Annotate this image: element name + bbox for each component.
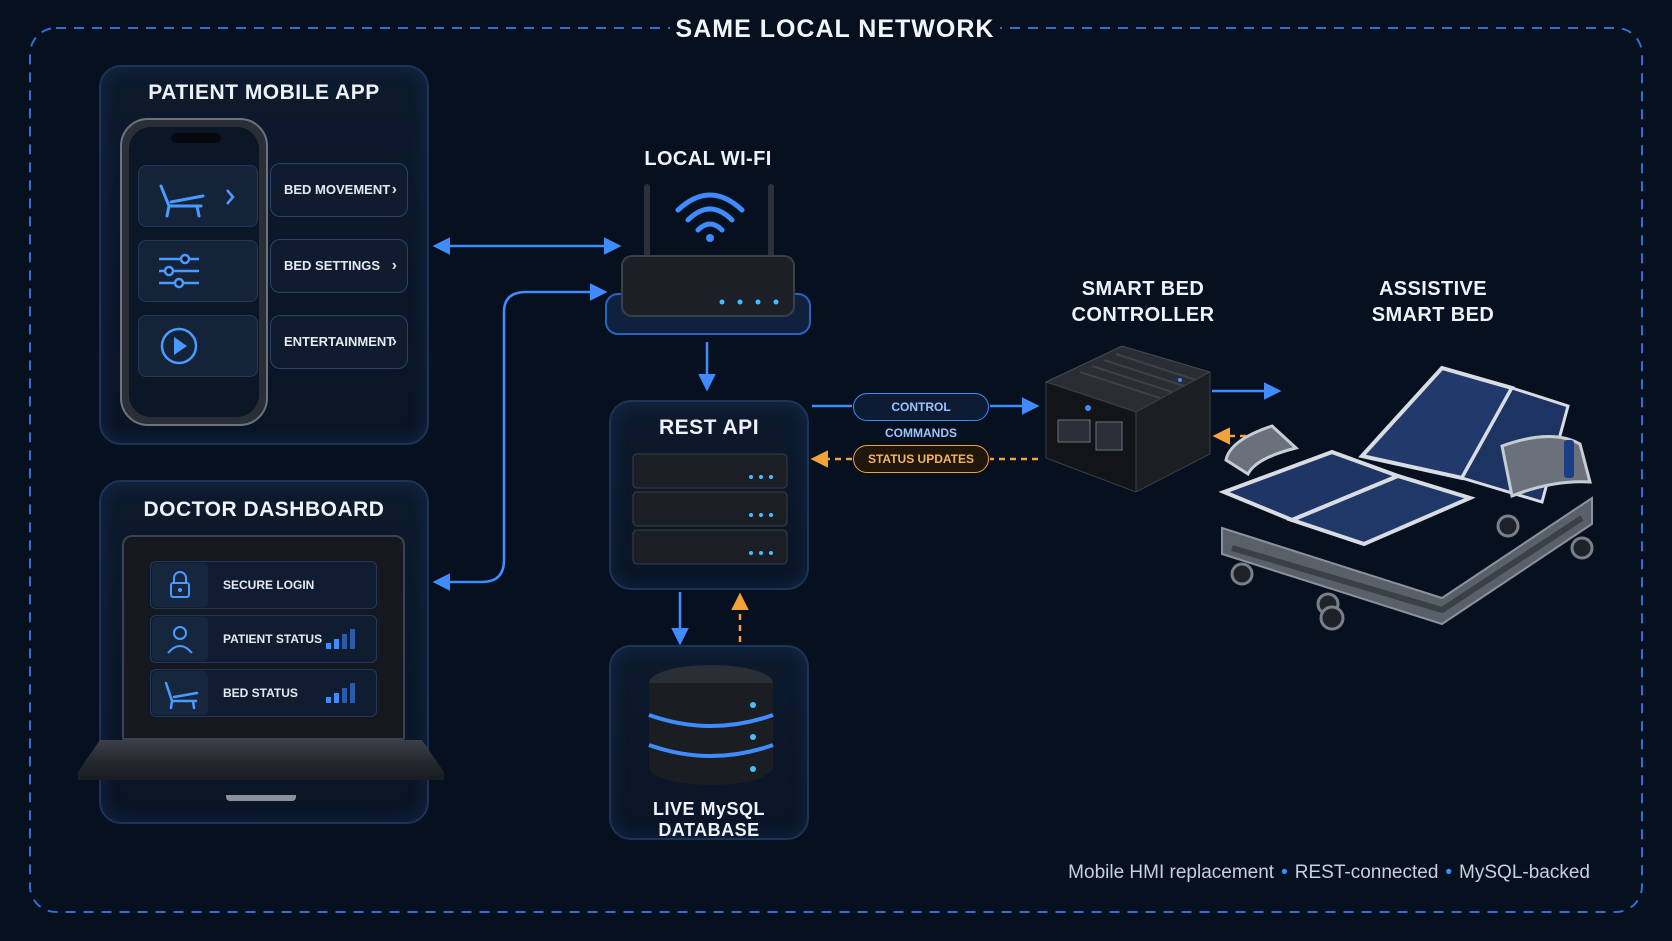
controller-title: SMART BED CONTROLLER [1050,276,1236,328]
menu-bed-settings-label: BED SETTINGS [284,258,381,273]
chevron-right-icon: › [391,257,397,274]
router-device [605,184,811,335]
database-title: LIVE MySQL DATABASE [652,799,765,840]
signal-bars-icon [326,629,355,649]
menu-bed-movement-label: BED MOVEMENT [284,182,391,197]
server-rack-icon [632,453,788,565]
bed-icon [152,671,208,715]
dash-bed-status-label: BED STATUS [223,686,298,700]
bed-title-line2: SMART BED [1371,304,1495,326]
user-icon [152,617,208,661]
entertainment-tile[interactable] [138,315,258,377]
signal-bars-icon [326,683,355,703]
database-icon [648,665,774,785]
bed-title: ASSISTIVE SMART BED [1340,276,1526,328]
sliders-icon [159,253,199,289]
wifi-title: LOCAL WI-FI [644,148,772,170]
lock-icon [152,563,208,607]
rest-api-title: REST API [658,416,760,439]
dash-secure-login-label: SECURE LOGIN [223,578,315,592]
bed-icon [159,184,235,218]
status-updates-label: STATUS UPDATES [853,445,989,473]
footer-item-1: Mobile HMI replacement [1068,862,1275,883]
bullet-separator: • [1445,862,1453,883]
link-dashboard-router [432,283,608,591]
footer-item-2: REST-connected [1294,862,1439,883]
laptop-hinge [226,795,296,801]
dash-patient-status[interactable]: PATIENT STATUS [150,615,377,663]
database-panel: LIVE MySQL DATABASE [609,645,809,840]
footer-item-3: MySQL-backed [1459,862,1590,883]
smart-bed-image [1218,365,1594,631]
bullet-separator: • [1281,862,1288,883]
play-icon [160,327,198,365]
bed-title-line1: ASSISTIVE [1378,278,1488,300]
rest-api-panel: REST API [609,400,809,590]
dash-bed-status[interactable]: BED STATUS [150,669,377,717]
chevron-right-icon: › [391,181,397,198]
chevron-right-icon: › [391,333,397,350]
controller-device [1044,345,1212,492]
bed-movement-tile[interactable] [138,165,258,227]
dash-secure-login[interactable]: SECURE LOGIN [150,561,377,609]
menu-entertainment-label: ENTERTAINMENT [284,334,395,349]
wifi-icon [675,192,745,233]
menu-bed-settings[interactable]: BED SETTINGS › [270,239,408,293]
bed-settings-tile[interactable] [138,240,258,302]
patient-app-title: PATIENT MOBILE APP [148,81,380,104]
controller-title-line1: SMART BED [1081,278,1205,300]
phone-notch [171,133,221,143]
menu-entertainment[interactable]: ENTERTAINMENT › [270,315,408,369]
network-title: SAME LOCAL NETWORK [670,12,1000,46]
control-commands-label: CONTROL COMMANDS [853,393,989,440]
laptop-base [78,740,444,780]
doctor-dashboard-title: DOCTOR DASHBOARD [143,498,385,521]
controller-title-line2: CONTROLLER [1071,304,1215,326]
menu-bed-movement[interactable]: BED MOVEMENT › [270,163,408,217]
dash-patient-status-label: PATIENT STATUS [223,632,323,646]
footer-tagline: Mobile HMI replacement • REST-connected • My… [1068,862,1590,884]
